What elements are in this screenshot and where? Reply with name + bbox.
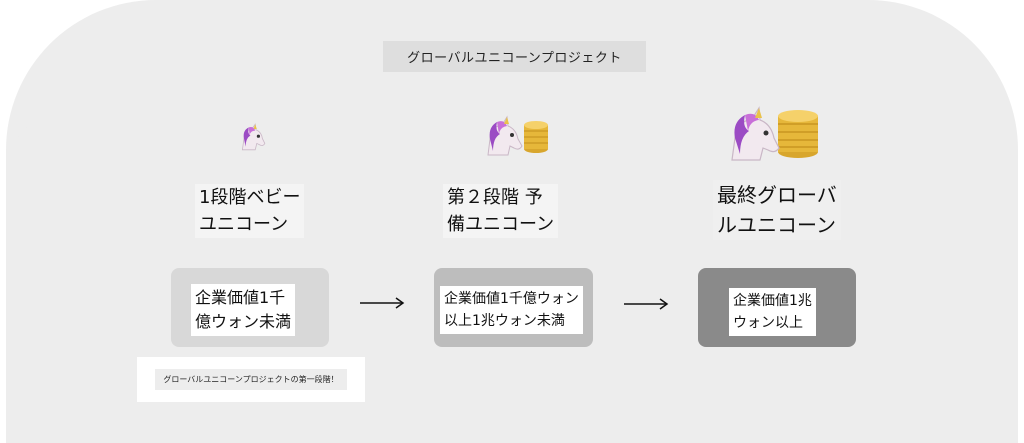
stage-3-label: 最終グローバ ルユニコーン bbox=[713, 180, 841, 240]
diagram-title: グローバルユニコーンプロジェクト bbox=[383, 41, 646, 72]
arrow-right-icon bbox=[624, 298, 669, 310]
stage-1-value-text: 企業価値1千 億ウォン未満 bbox=[191, 284, 296, 336]
stage-1-label: 1段階ベビー ユニコーン bbox=[195, 184, 305, 238]
stage-3-value-text: 企業価値1兆 ウォン以上 bbox=[729, 288, 816, 336]
arrow-right-icon bbox=[360, 297, 405, 309]
stage-2-value-text: 企業価値1千億ウォン 以上1兆ウォン未満 bbox=[440, 286, 583, 334]
unicorn-icon bbox=[241, 123, 266, 151]
unicorn-coins-large-icon bbox=[731, 106, 818, 161]
unicorn-coins-icon bbox=[487, 115, 548, 156]
stage-2-label: 第２段階 予 備ユニコーン bbox=[443, 184, 559, 238]
note-text: グローバルユニコーンプロジェクトの第一段階！ bbox=[155, 369, 347, 390]
note-box: グローバルユニコーンプロジェクトの第一段階！ bbox=[137, 357, 365, 402]
